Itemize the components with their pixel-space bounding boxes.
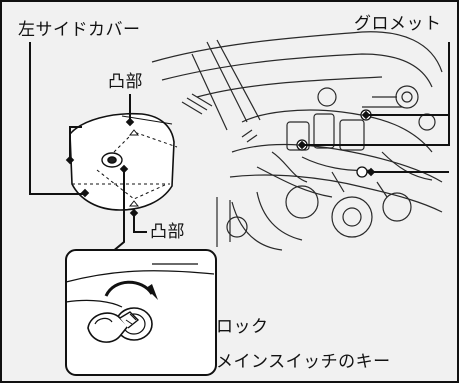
label-lock: ロック bbox=[216, 317, 269, 337]
label-boss-bottom: 凸部 bbox=[150, 222, 185, 242]
left-side-cover bbox=[69, 112, 178, 211]
motorcycle-engine-area bbox=[151, 31, 443, 251]
label-left-side-cover: 左サイドカバー bbox=[18, 20, 141, 40]
key-inset-panel bbox=[65, 249, 217, 376]
label-boss-top: 凸部 bbox=[108, 72, 143, 92]
label-main-switch-key: メインスイッチのキー bbox=[216, 352, 391, 372]
label-grommet: グロメット bbox=[354, 14, 442, 34]
